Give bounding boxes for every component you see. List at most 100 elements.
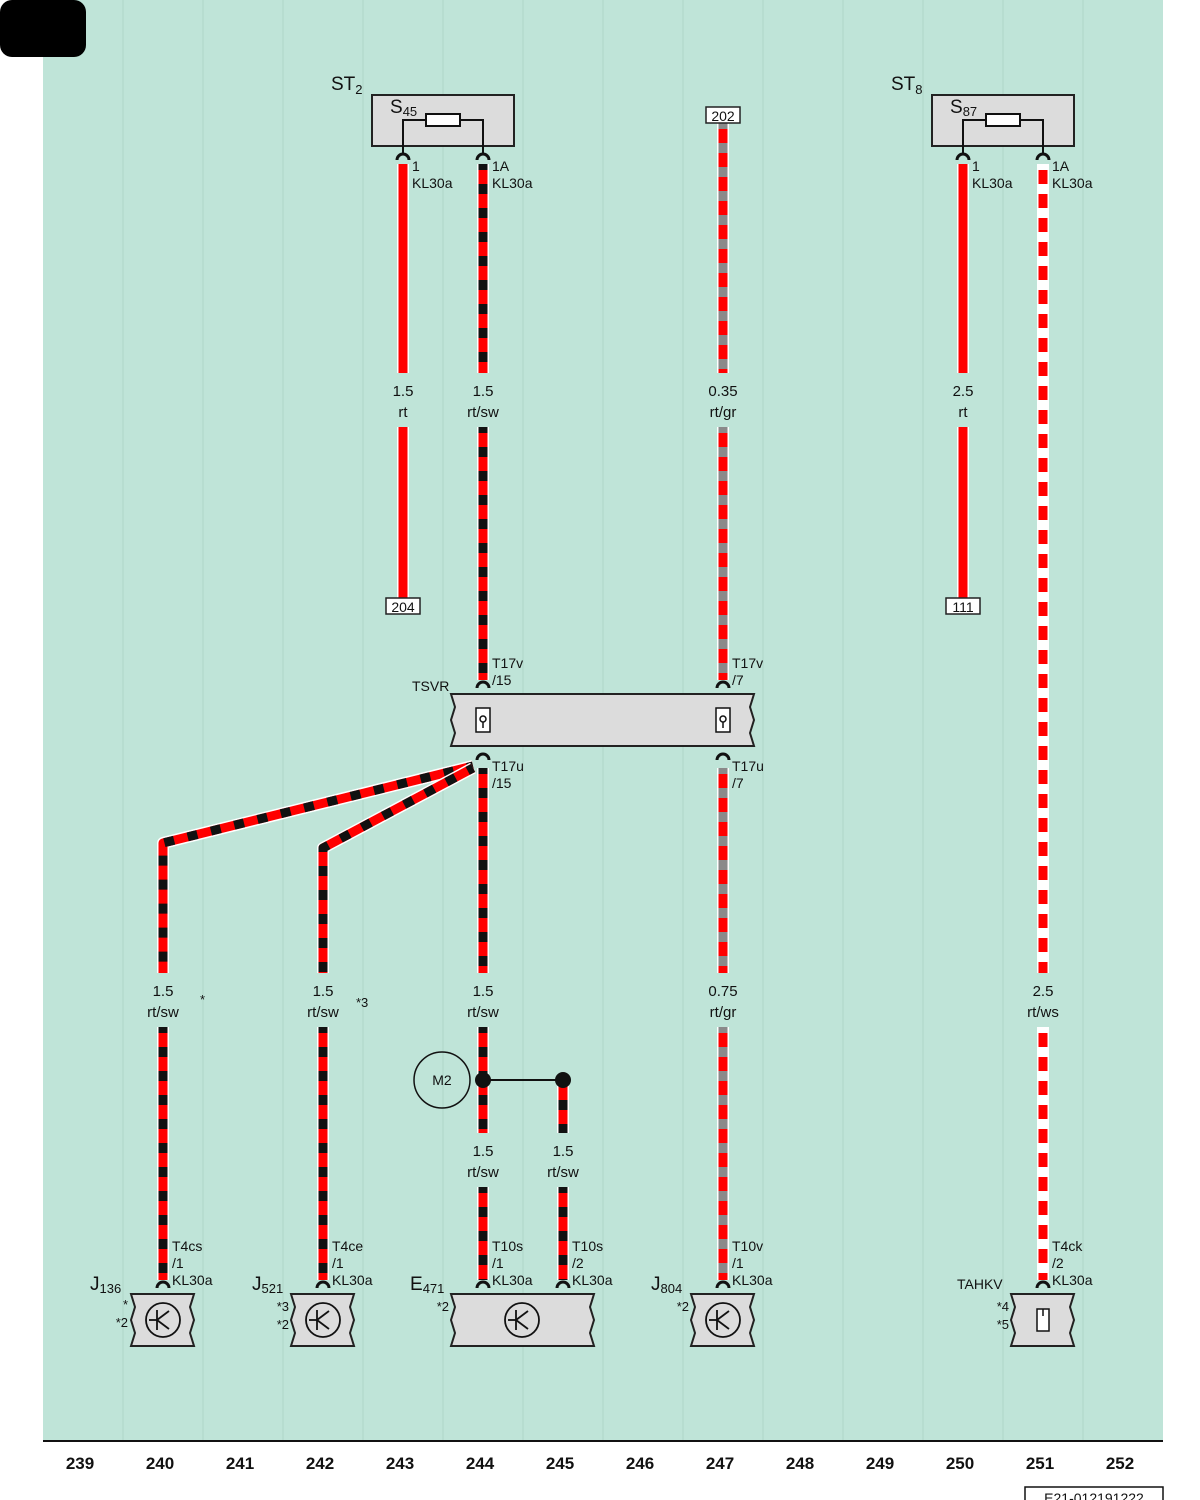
column-number: 250 <box>946 1454 974 1473</box>
component-note: *4 <box>997 1299 1009 1314</box>
column-number: 249 <box>866 1454 894 1473</box>
component-tahkv: TAHKV T4ck /2 KL30a *4 *5 <box>957 1238 1093 1347</box>
pin-number: 1 <box>412 158 420 174</box>
connector-pin-label: T17v <box>732 655 763 671</box>
wire-gauge: 1.5 <box>553 1143 574 1160</box>
splice-node <box>555 1072 571 1088</box>
wire-gauge: 1.5 <box>473 983 494 1000</box>
pin-label: KL30a <box>732 1272 773 1288</box>
component-name: E471 <box>410 1274 444 1296</box>
connector-pin-label: T17v <box>492 655 523 671</box>
fuse-icon <box>962 113 1044 155</box>
component-name: TAHKV <box>957 1276 1003 1292</box>
transistor-icon <box>305 1302 341 1338</box>
wire-gauge: 0.35 <box>708 383 737 400</box>
wire-color: rt/sw <box>147 1004 179 1021</box>
pin-label: T4ce <box>332 1238 363 1254</box>
reference-number: 111 <box>952 599 973 615</box>
transistor-icon <box>145 1302 181 1338</box>
wire-color: rt/sw <box>467 404 499 421</box>
component-note: *2 <box>277 1317 289 1332</box>
column-number: 248 <box>786 1454 814 1473</box>
connector-icon <box>475 707 731 733</box>
column-number: 244 <box>466 1454 495 1473</box>
column-number: 251 <box>1026 1454 1054 1473</box>
connector-pin-label: /15 <box>492 672 512 688</box>
wire-gauge: 1.5 <box>473 383 494 400</box>
footnote-marker: * <box>200 992 205 1007</box>
transistor-icon <box>705 1302 741 1338</box>
connector-icon <box>1036 1308 1050 1332</box>
connector-pin-label: T17u <box>492 758 524 774</box>
reference-number: 202 <box>711 108 735 124</box>
component-note: *2 <box>116 1315 128 1330</box>
fuse-label: S45 <box>390 97 417 119</box>
wire-gauge: 2.5 <box>1033 983 1054 1000</box>
column-number: 242 <box>306 1454 334 1473</box>
wire-gauge: 1.5 <box>393 383 414 400</box>
column-number: 240 <box>146 1454 174 1473</box>
column-number: 247 <box>706 1454 734 1473</box>
wire-color: rt/sw <box>307 1004 339 1021</box>
splice-label: M2 <box>432 1072 452 1088</box>
reference-number: 204 <box>391 599 415 615</box>
wire-color: rt/sw <box>547 1164 579 1181</box>
column-number: 241 <box>226 1454 254 1473</box>
splice-m2-symbol <box>413 1051 471 1109</box>
pin-label: /1 <box>172 1255 184 1271</box>
component-note: *3 <box>277 1299 289 1314</box>
pin-number: 1A <box>1052 158 1070 174</box>
pin-number: 1 <box>972 158 980 174</box>
connector-block-name: TSVR <box>412 678 449 694</box>
wire-color: rt/sw <box>467 1004 499 1021</box>
footnote-marker: *3 <box>356 995 368 1010</box>
column-number: 246 <box>626 1454 654 1473</box>
component-j136: J136 T4cs /1 KL30a * *2 <box>90 1238 213 1347</box>
fuse-icon <box>402 113 484 155</box>
pin-label: T10v <box>732 1238 763 1254</box>
component-name: J521 <box>252 1274 283 1296</box>
pin-terminal: KL30a <box>972 175 1013 191</box>
pin-label: /1 <box>332 1255 344 1271</box>
connector-pin-label: /7 <box>732 775 744 791</box>
pin-label: KL30a <box>172 1272 213 1288</box>
wire-color: rt <box>398 404 408 421</box>
column-number: 252 <box>1106 1454 1134 1473</box>
wire-branch-j136-upper-stripe <box>158 761 475 973</box>
pin-terminal: KL30a <box>1052 175 1093 191</box>
column-number: 245 <box>546 1454 574 1473</box>
component-name: J136 <box>90 1274 121 1296</box>
pin-label: /1 <box>732 1255 744 1271</box>
column-grid <box>122 0 1084 1440</box>
component-j521: J521 T4ce /1 KL30a *3 *2 <box>252 1238 373 1347</box>
component-e471: E471 T10s /1 KL30a T10s /2 KL30a *2 <box>410 1238 613 1347</box>
component-note: * <box>123 1297 128 1312</box>
pin-label: KL30a <box>1052 1272 1093 1288</box>
component-note: *2 <box>437 1299 449 1314</box>
pin-label: T10s <box>492 1238 523 1254</box>
wire-gauge: 0.75 <box>708 983 737 1000</box>
pin-label: /2 <box>572 1255 584 1271</box>
connector-pin-label: T17u <box>732 758 764 774</box>
pin-label: KL30a <box>492 1272 533 1288</box>
wire-gauge: 2.5 <box>953 383 974 400</box>
pin-label: /1 <box>492 1255 504 1271</box>
wire-color: rt <box>958 404 968 421</box>
splice-node <box>475 1072 491 1088</box>
component-note: *2 <box>677 1299 689 1314</box>
reference-box <box>705 106 741 124</box>
wire-branch-j521-upper-stripe <box>318 764 476 973</box>
pin-terminals <box>155 152 1051 1289</box>
page-code: E21-012191222 <box>1044 1490 1144 1500</box>
pin-label: T4ck <box>1052 1238 1083 1254</box>
reference-box <box>385 597 421 615</box>
fuse-block-title: ST8 <box>891 74 923 97</box>
pin-terminal: KL30a <box>412 175 453 191</box>
page-tab <box>0 0 86 57</box>
wire-gauge: 1.5 <box>313 983 334 1000</box>
wire-color: rt/gr <box>710 404 737 421</box>
connector-pin-label: /15 <box>492 775 512 791</box>
reference-box <box>945 597 981 615</box>
pin-label: T10s <box>572 1238 603 1254</box>
component-name: J804 <box>651 1274 682 1296</box>
